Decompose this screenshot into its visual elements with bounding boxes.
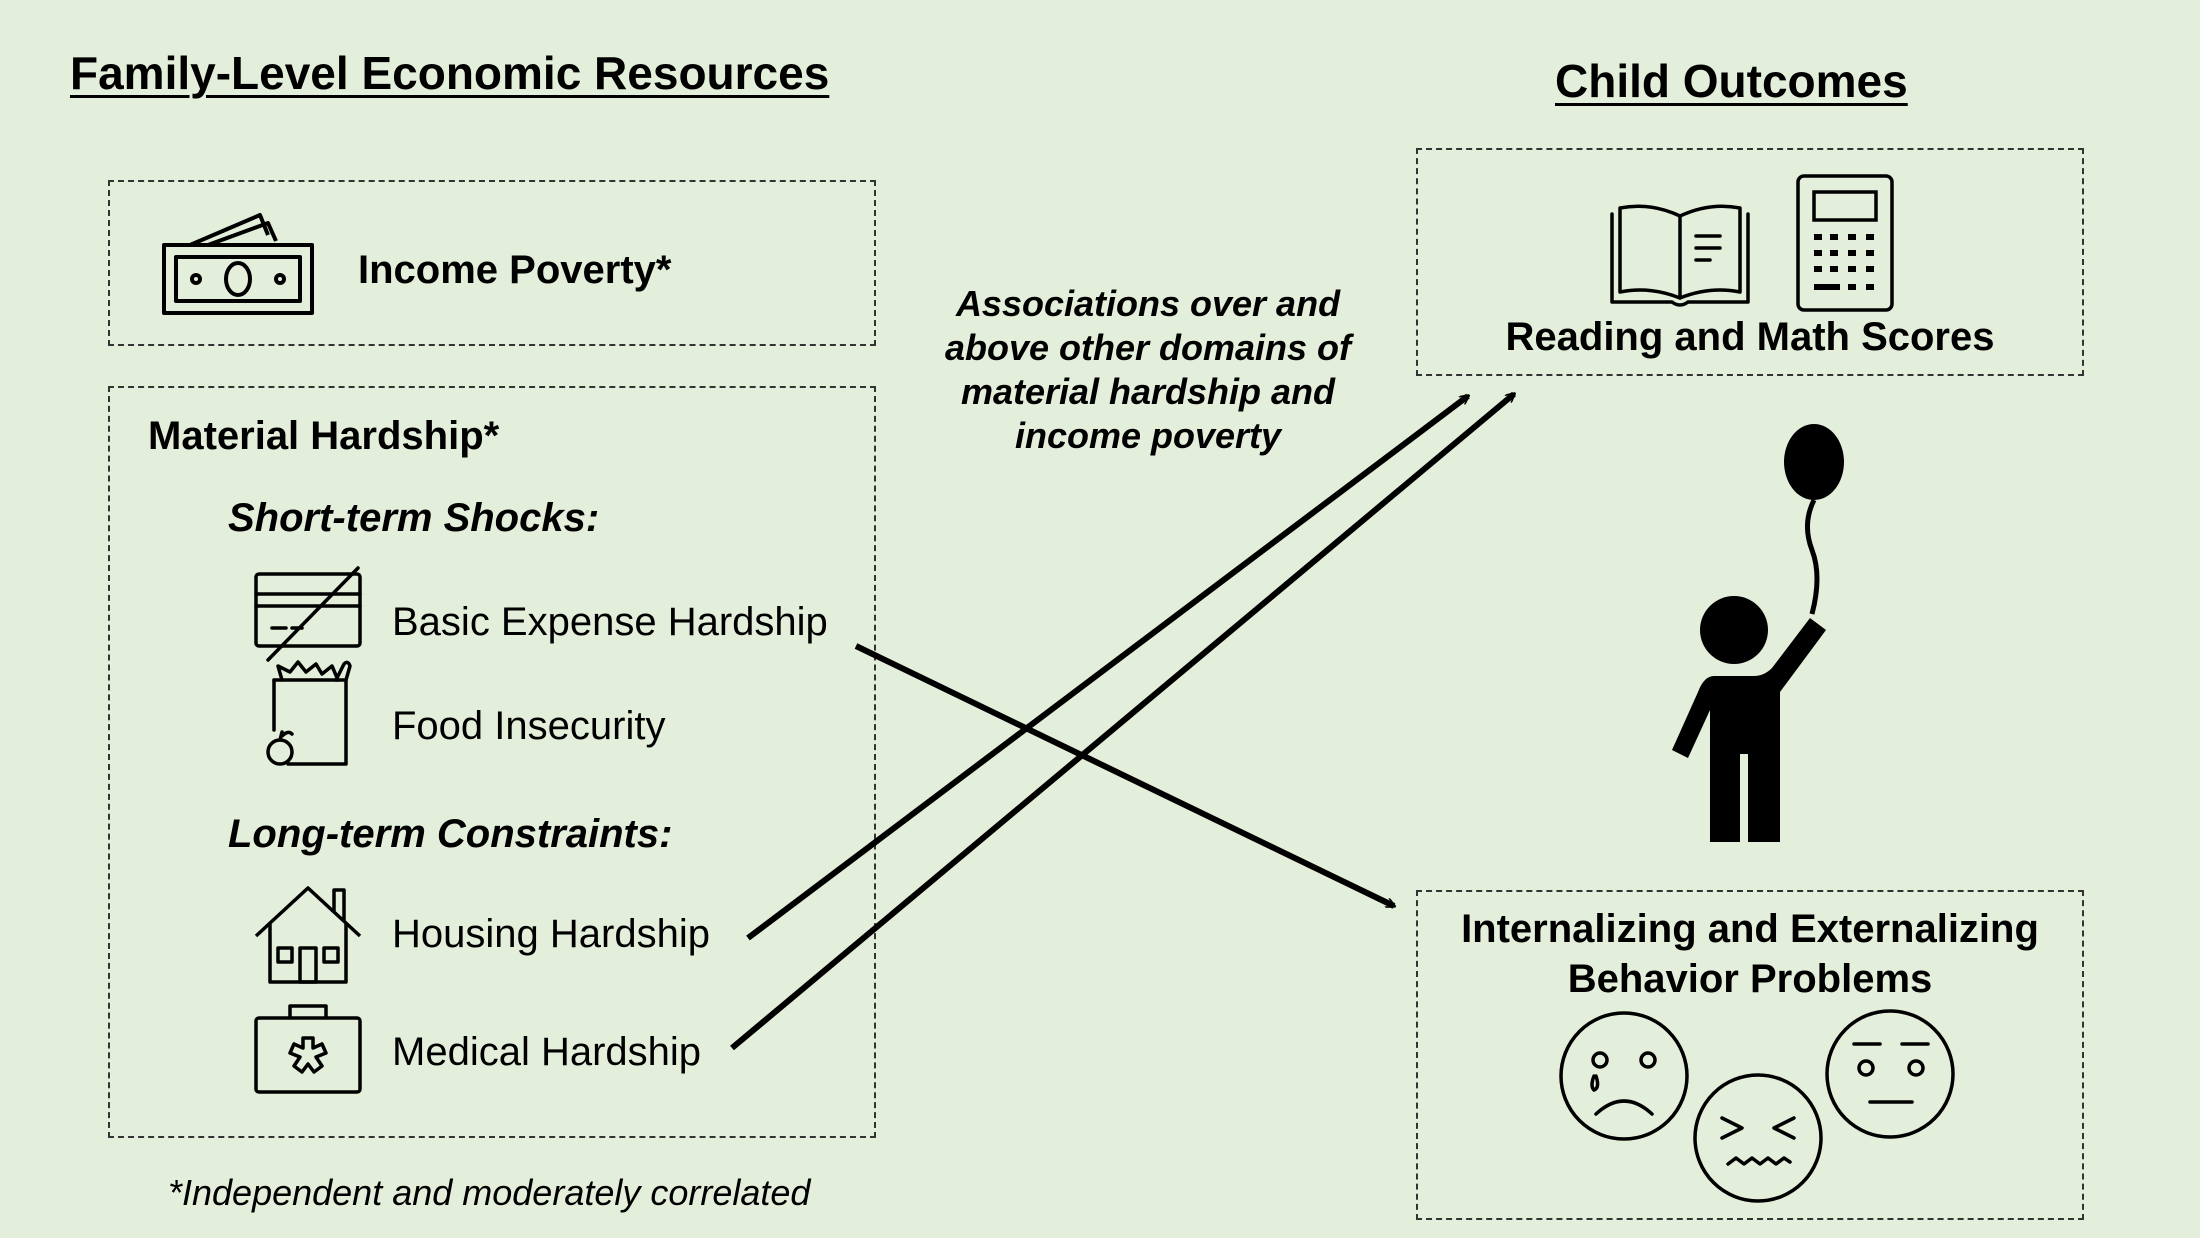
- footnote: *Independent and moderately correlated: [168, 1172, 811, 1213]
- behavior-problems-line: Behavior Problems: [1567, 957, 1933, 1001]
- medical-hardship-label: Medical Hardship: [392, 1030, 702, 1074]
- behavior-problems-label: Internalizing and Externalizing Behavior…: [1416, 904, 2084, 1004]
- money-icon: [162, 213, 314, 315]
- short-term-shocks-heading: Short-term Shocks:: [228, 496, 600, 540]
- heading-child-outcomes: Child Outcomes: [1555, 55, 1908, 107]
- association-note-line: Associations over and: [955, 283, 1341, 324]
- association-note-line: above other domains of: [944, 327, 1352, 368]
- grocery-bag-icon: [266, 660, 352, 766]
- association-note-line: income poverty: [1014, 415, 1282, 456]
- reading-math-box: [1416, 148, 2084, 376]
- housing-hardship-label: Housing Hardship: [392, 912, 710, 956]
- food-insecurity-label: Food Insecurity: [392, 704, 666, 748]
- long-term-constraints-heading: Long-term Constraints:: [228, 812, 673, 856]
- arrow-medical-to-reading-math: [730, 394, 1514, 1051]
- material-hardship-box: [108, 386, 876, 1138]
- reading-math-label: Reading and Math Scores: [1505, 315, 1995, 359]
- house-icon: [254, 886, 362, 984]
- income-poverty-label: Income Poverty*: [358, 248, 672, 292]
- basic-expense-hardship-label: Basic Expense Hardship: [392, 600, 828, 644]
- behavior-problems-line: Internalizing and Externalizing: [1461, 907, 2039, 951]
- behavior-problems-box: [1416, 890, 2084, 1220]
- sad-face-icon: [1559, 1011, 1689, 1141]
- heading-economic-resources: Family-Level Economic Resources: [70, 47, 830, 99]
- income-poverty-box: [108, 180, 876, 346]
- arrow-housing-to-reading-math: [746, 393, 1468, 941]
- distressed-face-icon: [1693, 1073, 1823, 1203]
- association-note-line: material hardship and: [960, 371, 1336, 412]
- calculator-icon: [1796, 174, 1894, 312]
- arrow-basic-expense-to-behavior: [854, 643, 1394, 909]
- medical-kit-icon: [254, 1004, 362, 1094]
- material-hardship-title: Material Hardship*: [148, 414, 500, 458]
- credit-card-icon: [254, 566, 362, 662]
- neutral-face-icon: [1825, 1009, 1955, 1139]
- association-note: Associations over and above other domain…: [918, 282, 1378, 458]
- book-icon: [1610, 204, 1750, 307]
- child-with-balloon-icon: [1672, 424, 1844, 842]
